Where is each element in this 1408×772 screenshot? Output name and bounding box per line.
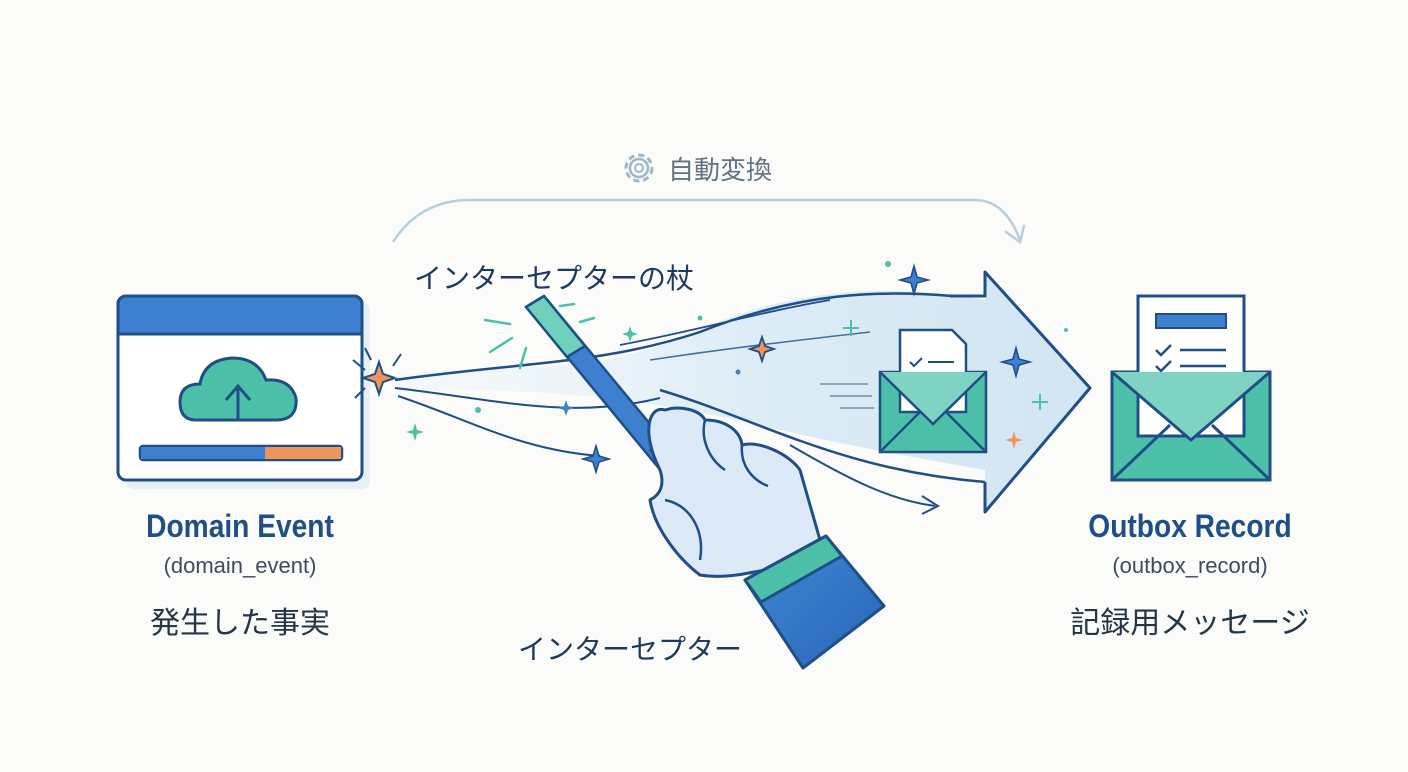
- outbox-record-description: 記録用メッセージ: [1070, 606, 1310, 641]
- wand-label: インターセプターの杖: [414, 262, 695, 295]
- outbox-record-title: Outbox Record: [1088, 508, 1292, 544]
- sparkle-icons: [406, 261, 1068, 475]
- domain-event-title: Domain Event: [146, 508, 334, 544]
- envelope-checklist-icon: [1110, 294, 1272, 482]
- outbox-record-code: (outbox_record): [1112, 553, 1268, 578]
- progress-bar: [138, 444, 344, 462]
- sleeve: [743, 534, 886, 670]
- auto-convert-arrowhead: [1004, 224, 1026, 245]
- auto-convert-label: 自動変換: [668, 156, 773, 186]
- interceptor-label: インターセプター: [518, 633, 743, 666]
- envelope-small-icon: [878, 328, 988, 454]
- cloud-upload-icon: [178, 356, 298, 422]
- sparkle-orange-icon: [352, 347, 402, 399]
- domain-event-description: 発生した事実: [150, 606, 330, 641]
- wand-rays: [483, 302, 596, 370]
- domain-event-window: [116, 294, 370, 489]
- domain-event-code: (domain_event): [163, 553, 317, 578]
- gear-icon: [624, 153, 654, 183]
- hand-illustration: [647, 406, 822, 578]
- auto-convert-arrow: [391, 198, 1022, 243]
